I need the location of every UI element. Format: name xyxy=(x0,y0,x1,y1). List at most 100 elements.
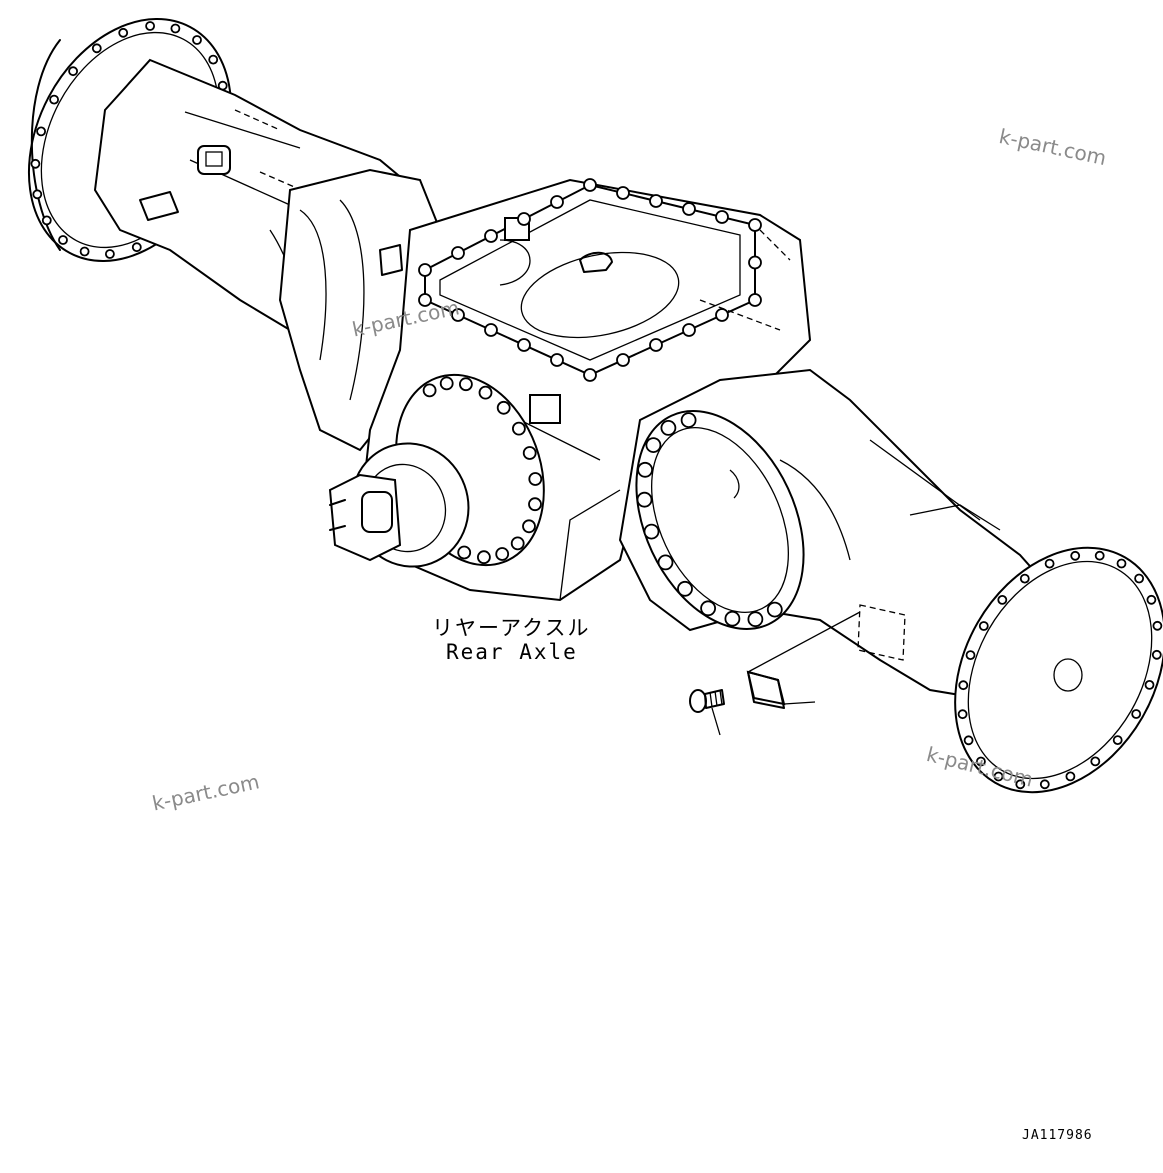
bolt xyxy=(41,215,52,226)
bolt xyxy=(91,43,102,54)
bolt xyxy=(682,202,696,216)
bolt xyxy=(637,461,653,478)
part-label-english: Rear Axle xyxy=(446,640,578,664)
bolt xyxy=(458,377,473,392)
cover-bolts xyxy=(418,178,762,382)
bolt xyxy=(30,158,41,169)
name-plate-callout xyxy=(689,611,861,736)
bolt xyxy=(484,323,498,337)
bolt xyxy=(636,491,653,508)
bolt xyxy=(496,400,511,415)
bolt xyxy=(418,263,432,277)
bolt xyxy=(957,709,968,720)
bolt xyxy=(700,600,716,617)
bolt xyxy=(68,66,78,77)
bolt xyxy=(616,353,630,367)
bolt xyxy=(510,536,525,551)
bolt xyxy=(451,246,465,260)
bolt xyxy=(49,94,59,105)
bolt xyxy=(495,547,510,561)
bolt xyxy=(649,338,663,352)
bolt xyxy=(528,497,542,512)
input-flange xyxy=(328,373,545,568)
bolt xyxy=(747,611,764,628)
bolt xyxy=(170,23,181,34)
bolt xyxy=(680,412,697,429)
bolt xyxy=(105,249,115,259)
part-label-japanese: リヤーアクスル xyxy=(432,616,591,640)
bolt xyxy=(457,545,472,560)
bolt xyxy=(660,419,677,436)
bolt xyxy=(997,595,1008,605)
bolt xyxy=(583,178,597,192)
right-wheel-flange xyxy=(954,546,1163,794)
bolt xyxy=(677,580,693,597)
bolt xyxy=(583,368,597,382)
bolt xyxy=(682,323,696,337)
bolt xyxy=(1116,558,1127,569)
bolt xyxy=(1044,558,1055,569)
bolt xyxy=(517,338,531,352)
bolt xyxy=(965,650,976,660)
bolt xyxy=(958,680,969,691)
bolt xyxy=(724,610,741,627)
right-flange-bolt-holes xyxy=(957,550,1163,790)
bolt xyxy=(422,383,437,398)
bolt xyxy=(1015,779,1026,790)
bolt xyxy=(476,550,491,565)
bolt xyxy=(484,229,498,243)
bolt xyxy=(766,601,783,618)
bolt xyxy=(1146,594,1157,605)
bolt xyxy=(1112,735,1123,745)
bolt xyxy=(550,353,564,367)
bolt xyxy=(1152,620,1163,631)
bolt xyxy=(517,212,531,226)
bolt xyxy=(478,385,493,400)
bolt xyxy=(1144,680,1155,690)
bolt xyxy=(131,242,142,253)
bolt xyxy=(1094,550,1105,561)
bolt xyxy=(748,218,762,232)
bolt xyxy=(192,35,202,45)
bolt xyxy=(32,189,43,200)
bolt xyxy=(58,235,68,245)
bolt xyxy=(1151,649,1162,660)
bolt xyxy=(418,293,432,307)
bolt xyxy=(451,308,465,322)
bolt xyxy=(512,421,526,436)
bolt xyxy=(748,293,762,307)
bolt xyxy=(208,54,219,65)
bolt xyxy=(978,621,989,631)
input-flange-bolts xyxy=(422,376,543,565)
bolt xyxy=(1131,709,1142,719)
drawing-code: JA117986 xyxy=(1022,1128,1093,1143)
bolt xyxy=(657,554,674,571)
bolt xyxy=(963,735,974,746)
bolt xyxy=(976,756,986,767)
bolt xyxy=(645,437,662,454)
bolt xyxy=(145,21,156,31)
bolt xyxy=(1065,771,1076,782)
bolt xyxy=(1070,550,1081,561)
bolt xyxy=(1039,779,1050,790)
bolt xyxy=(36,126,46,137)
right-housing-bolts xyxy=(636,412,783,628)
bolt xyxy=(748,255,762,270)
right-axle-housing xyxy=(618,368,1062,702)
bolt xyxy=(522,446,537,460)
bolt xyxy=(715,210,729,224)
bolt xyxy=(1019,573,1030,584)
bolt xyxy=(715,308,729,322)
bolt xyxy=(643,523,660,540)
bolt xyxy=(522,519,536,534)
bolt xyxy=(79,246,90,257)
bolt xyxy=(1134,573,1144,584)
bolt xyxy=(993,771,1004,782)
bolt xyxy=(118,27,129,38)
bolt xyxy=(1090,756,1101,767)
bolt xyxy=(649,194,663,208)
bolt xyxy=(550,195,564,209)
bolt xyxy=(439,376,454,391)
bolt xyxy=(528,472,543,486)
